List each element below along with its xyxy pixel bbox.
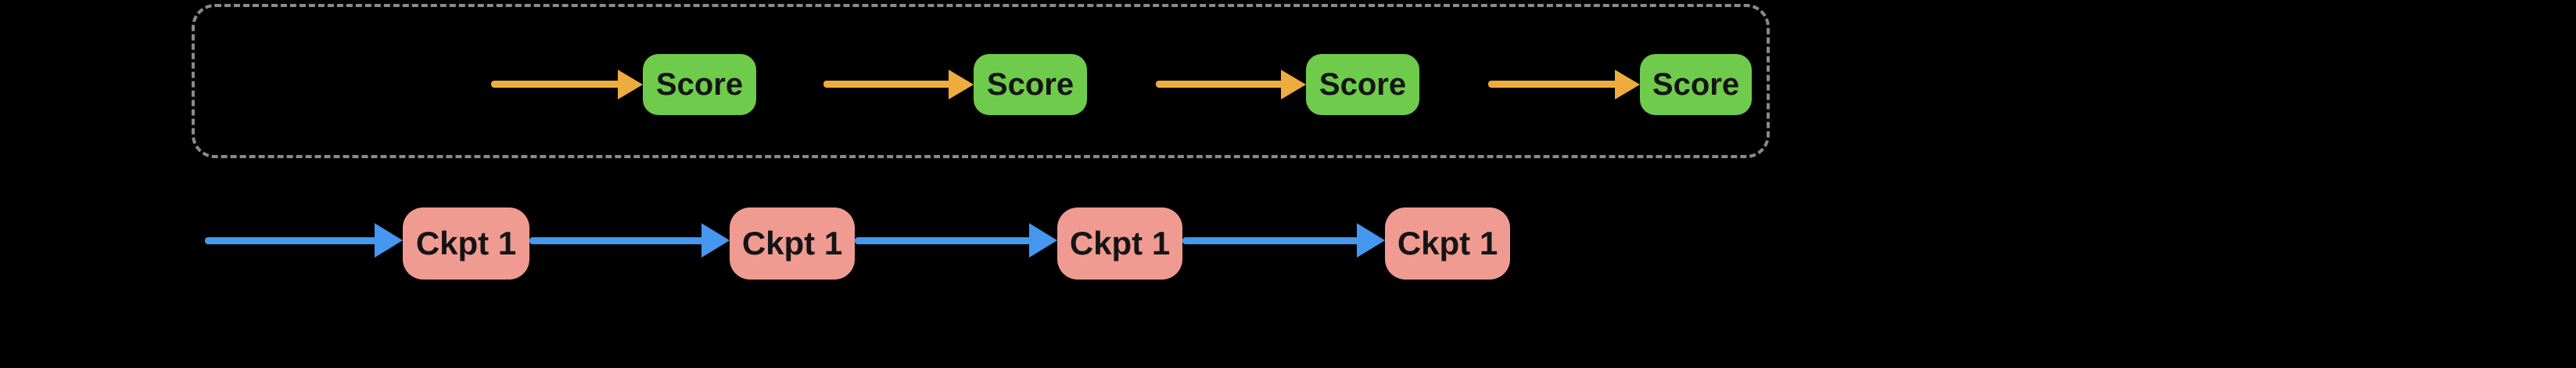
scoring-region-dashed-box: [192, 4, 1770, 158]
score-box-label: Score: [1652, 67, 1740, 102]
arrow-shaft: [1156, 81, 1284, 88]
arrow-shaft: [855, 237, 1032, 244]
ckpt-box-label: Ckpt 1: [1397, 225, 1498, 262]
arrow-shaft: [205, 237, 378, 244]
arrowhead-icon: [1357, 223, 1385, 258]
arrow-shaft: [1182, 237, 1360, 244]
ckpt-box-label: Ckpt 1: [415, 225, 517, 262]
score-box-label: Score: [1318, 67, 1407, 102]
arrowhead-icon: [1029, 223, 1057, 258]
score-box-3: Score: [1306, 54, 1419, 115]
ckpt-box-label: Ckpt 1: [741, 225, 843, 262]
arrowhead-icon: [618, 70, 643, 99]
arrow-shaft: [491, 81, 621, 88]
ckpt-box-1: Ckpt 1: [403, 207, 529, 280]
arrow-shaft: [1488, 81, 1618, 88]
arrowhead-icon: [375, 223, 403, 258]
score-box-label: Score: [655, 67, 744, 102]
score-box-4: Score: [1640, 54, 1752, 115]
score-box-2: Score: [974, 54, 1087, 115]
arrowhead-icon: [701, 223, 730, 258]
arrow-shaft: [823, 81, 952, 88]
ckpt-box-label: Ckpt 1: [1069, 225, 1171, 262]
arrowhead-icon: [1281, 70, 1306, 99]
arrow-shaft: [529, 237, 705, 244]
score-box-1: Score: [643, 54, 756, 115]
ckpt-box-2: Ckpt 1: [730, 207, 855, 280]
ckpt-box-4: Ckpt 1: [1385, 207, 1510, 280]
score-box-label: Score: [986, 67, 1075, 102]
arrowhead-icon: [1615, 70, 1640, 99]
arrowhead-icon: [949, 70, 974, 99]
ckpt-box-3: Ckpt 1: [1057, 207, 1182, 280]
